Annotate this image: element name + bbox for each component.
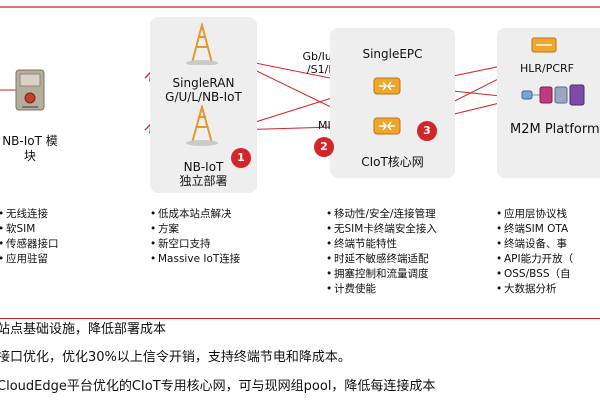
epc-router-icon-2 (373, 114, 401, 138)
hlr-label: HLR/PCRF (519, 62, 575, 75)
list-item: OSS/BSS（自 (496, 267, 573, 282)
list-item: 时延不敏感终端适配 (326, 252, 437, 267)
ran-title-line2: G/U/L/NB-IoT (165, 90, 242, 104)
ran-title-line1: SingleRAN (172, 76, 235, 90)
epc-box (330, 28, 455, 178)
footer-line-3: CloudEdge平台优化的CIoT专用核心网，可与现网组pool，降低每连接成… (0, 379, 436, 394)
list-item: 低成本站点解决 (150, 207, 240, 222)
ran-feature-list: 低成本站点解决 方案 新空口支持 Massive IoT连接 (150, 207, 240, 267)
list-item: 新空口支持 (150, 237, 240, 252)
footer-line-1: 站点基础设施，降低部署成本 (0, 322, 167, 337)
list-item: 软SIM (0, 222, 59, 237)
nb-title-line2: 独立部署 (179, 174, 228, 188)
nb-title: NB-IoT 独立部署 (150, 160, 257, 188)
list-item: Massive IoT连接 (150, 252, 240, 267)
list-item: 终端设备、事 (496, 237, 573, 252)
list-item: 无线连接 (0, 207, 59, 222)
list-item: 应用层协议栈 (496, 207, 573, 222)
nb-iot-module-icon (14, 68, 46, 112)
list-item: 应用驻留 (0, 252, 59, 267)
list-item: 大数据分析 (496, 282, 573, 297)
device-feature-list: 无线连接 软SIM 传感器接口 应用驻留 (0, 207, 59, 267)
ran-tower-icon (182, 21, 222, 66)
epc-title: SingleEPC (362, 47, 423, 61)
device-label: NB-IoT 模 块 (2, 134, 58, 163)
list-item: 终端SIM OTA (496, 222, 573, 237)
badge-3: 3 (417, 121, 437, 141)
epc-router-icon-1 (373, 74, 401, 98)
footer-line-2: 接口优化，优化30%以上信令开销，支持终端节电和降成本。 (0, 350, 351, 365)
ran-title: SingleRAN G/U/L/NB-IoT (150, 76, 257, 104)
list-item: 终端节能特性 (326, 237, 437, 252)
epc-feature-list: 移动性/安全/连接管理 无SIM卡终端安全接入 终端节能特性 时延不敏感终端适配… (326, 207, 437, 297)
list-item: 无SIM卡终端安全接入 (326, 222, 437, 237)
platform-servers-icon (520, 84, 590, 106)
interface-mi-label: MI (318, 119, 331, 132)
list-item: API能力开放（ (496, 252, 573, 267)
list-item: 移动性/安全/连接管理 (326, 207, 437, 222)
footer-divider (0, 318, 600, 319)
list-item: 方案 (150, 222, 240, 237)
epc-subtitle: CIoT核心网 (361, 155, 424, 169)
list-item: 计费使能 (326, 282, 437, 297)
m2m-feature-list: 应用层协议栈 终端SIM OTA 终端设备、事 API能力开放（ OSS/BSS… (496, 207, 573, 297)
badge-1: 1 (231, 148, 251, 168)
list-item: 拥塞控制和流量调度 (326, 267, 437, 282)
nb-tower-icon (182, 103, 222, 147)
hlr-server-icon (531, 36, 557, 54)
badge-2: 2 (314, 137, 334, 157)
nb-title-line1: NB-IoT (183, 160, 224, 174)
platform-label: M2M Platform (510, 122, 600, 137)
list-item: 传感器接口 (0, 237, 59, 252)
